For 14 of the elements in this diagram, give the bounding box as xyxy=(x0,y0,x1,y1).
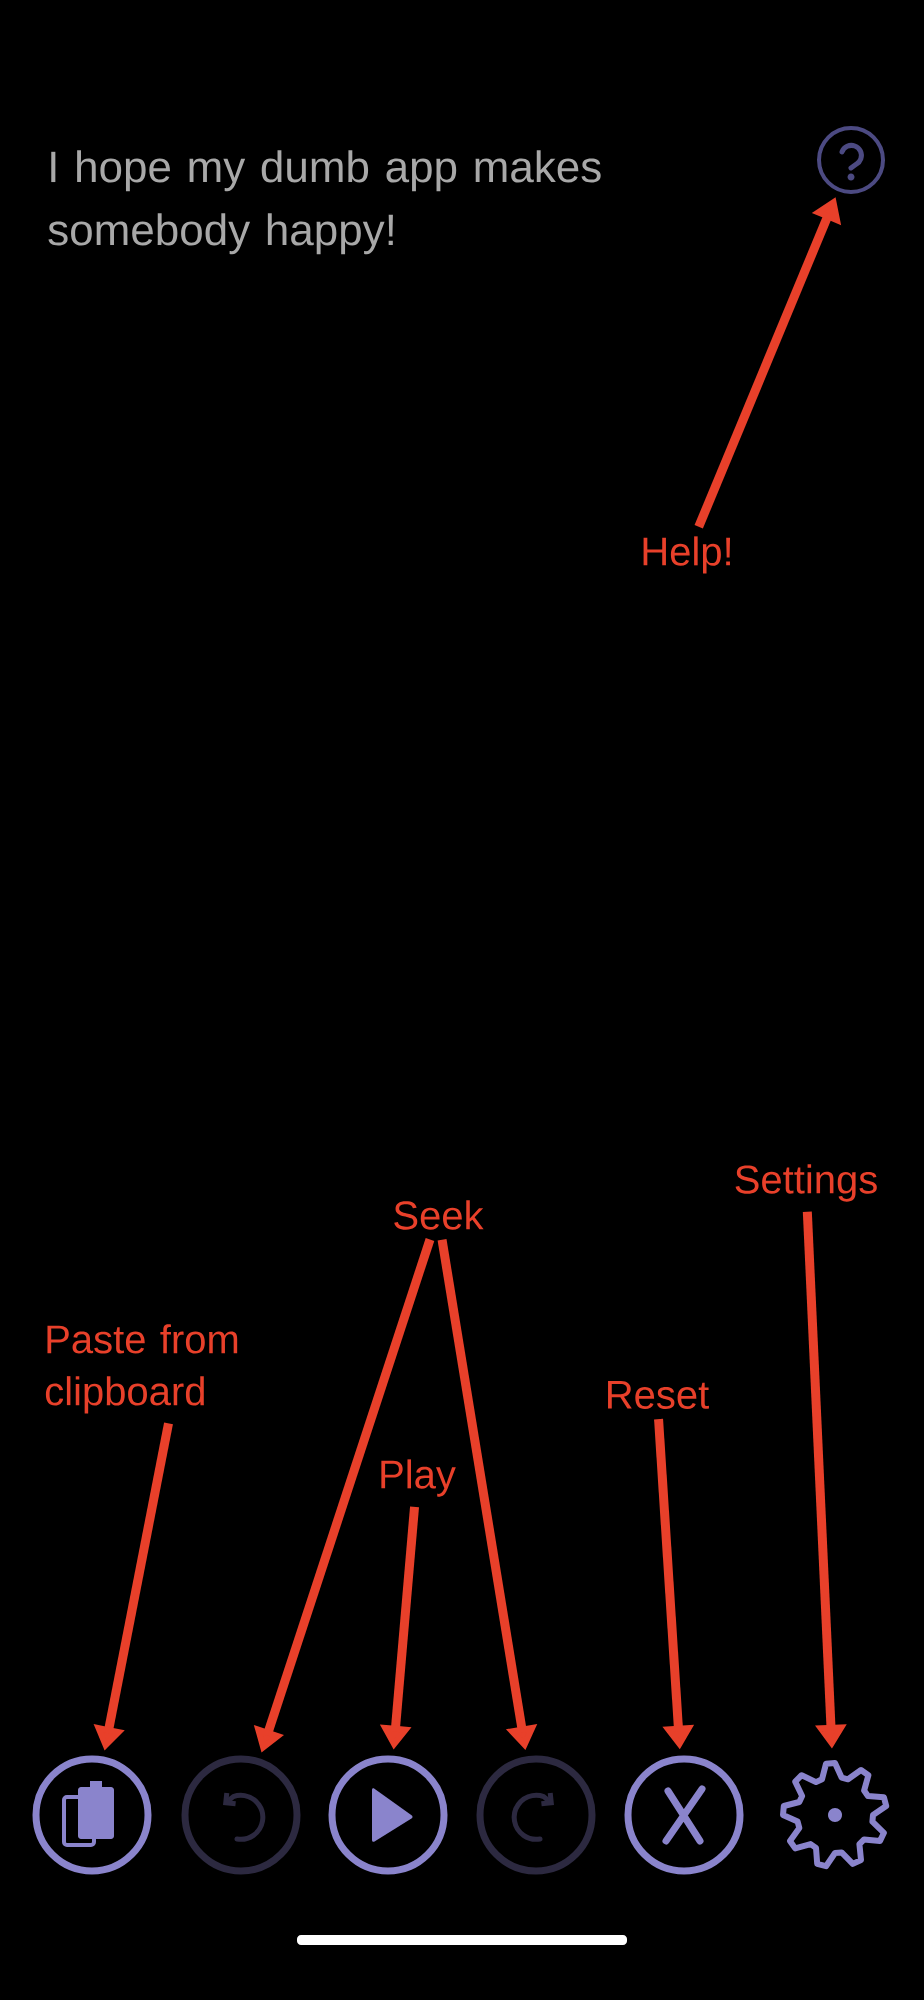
seek-forward-button xyxy=(476,1755,596,1875)
message-text: I hope my dumb app makes somebody happy! xyxy=(48,150,601,255)
paste-button xyxy=(32,1755,152,1875)
callout-text: Help! xyxy=(643,536,731,574)
callout-text: Seek xyxy=(394,1200,484,1230)
settings-gear-icon xyxy=(780,1760,890,1870)
seek-back-button xyxy=(181,1755,301,1875)
reset-button xyxy=(624,1755,744,1875)
play-button xyxy=(328,1755,448,1875)
callout-text: Play xyxy=(381,1459,456,1497)
callout-text: Paste from clipboard xyxy=(45,1324,238,1414)
help-button xyxy=(817,126,885,194)
callout-text: Reset xyxy=(608,1381,709,1409)
callout-text: Settings xyxy=(735,1164,877,1202)
